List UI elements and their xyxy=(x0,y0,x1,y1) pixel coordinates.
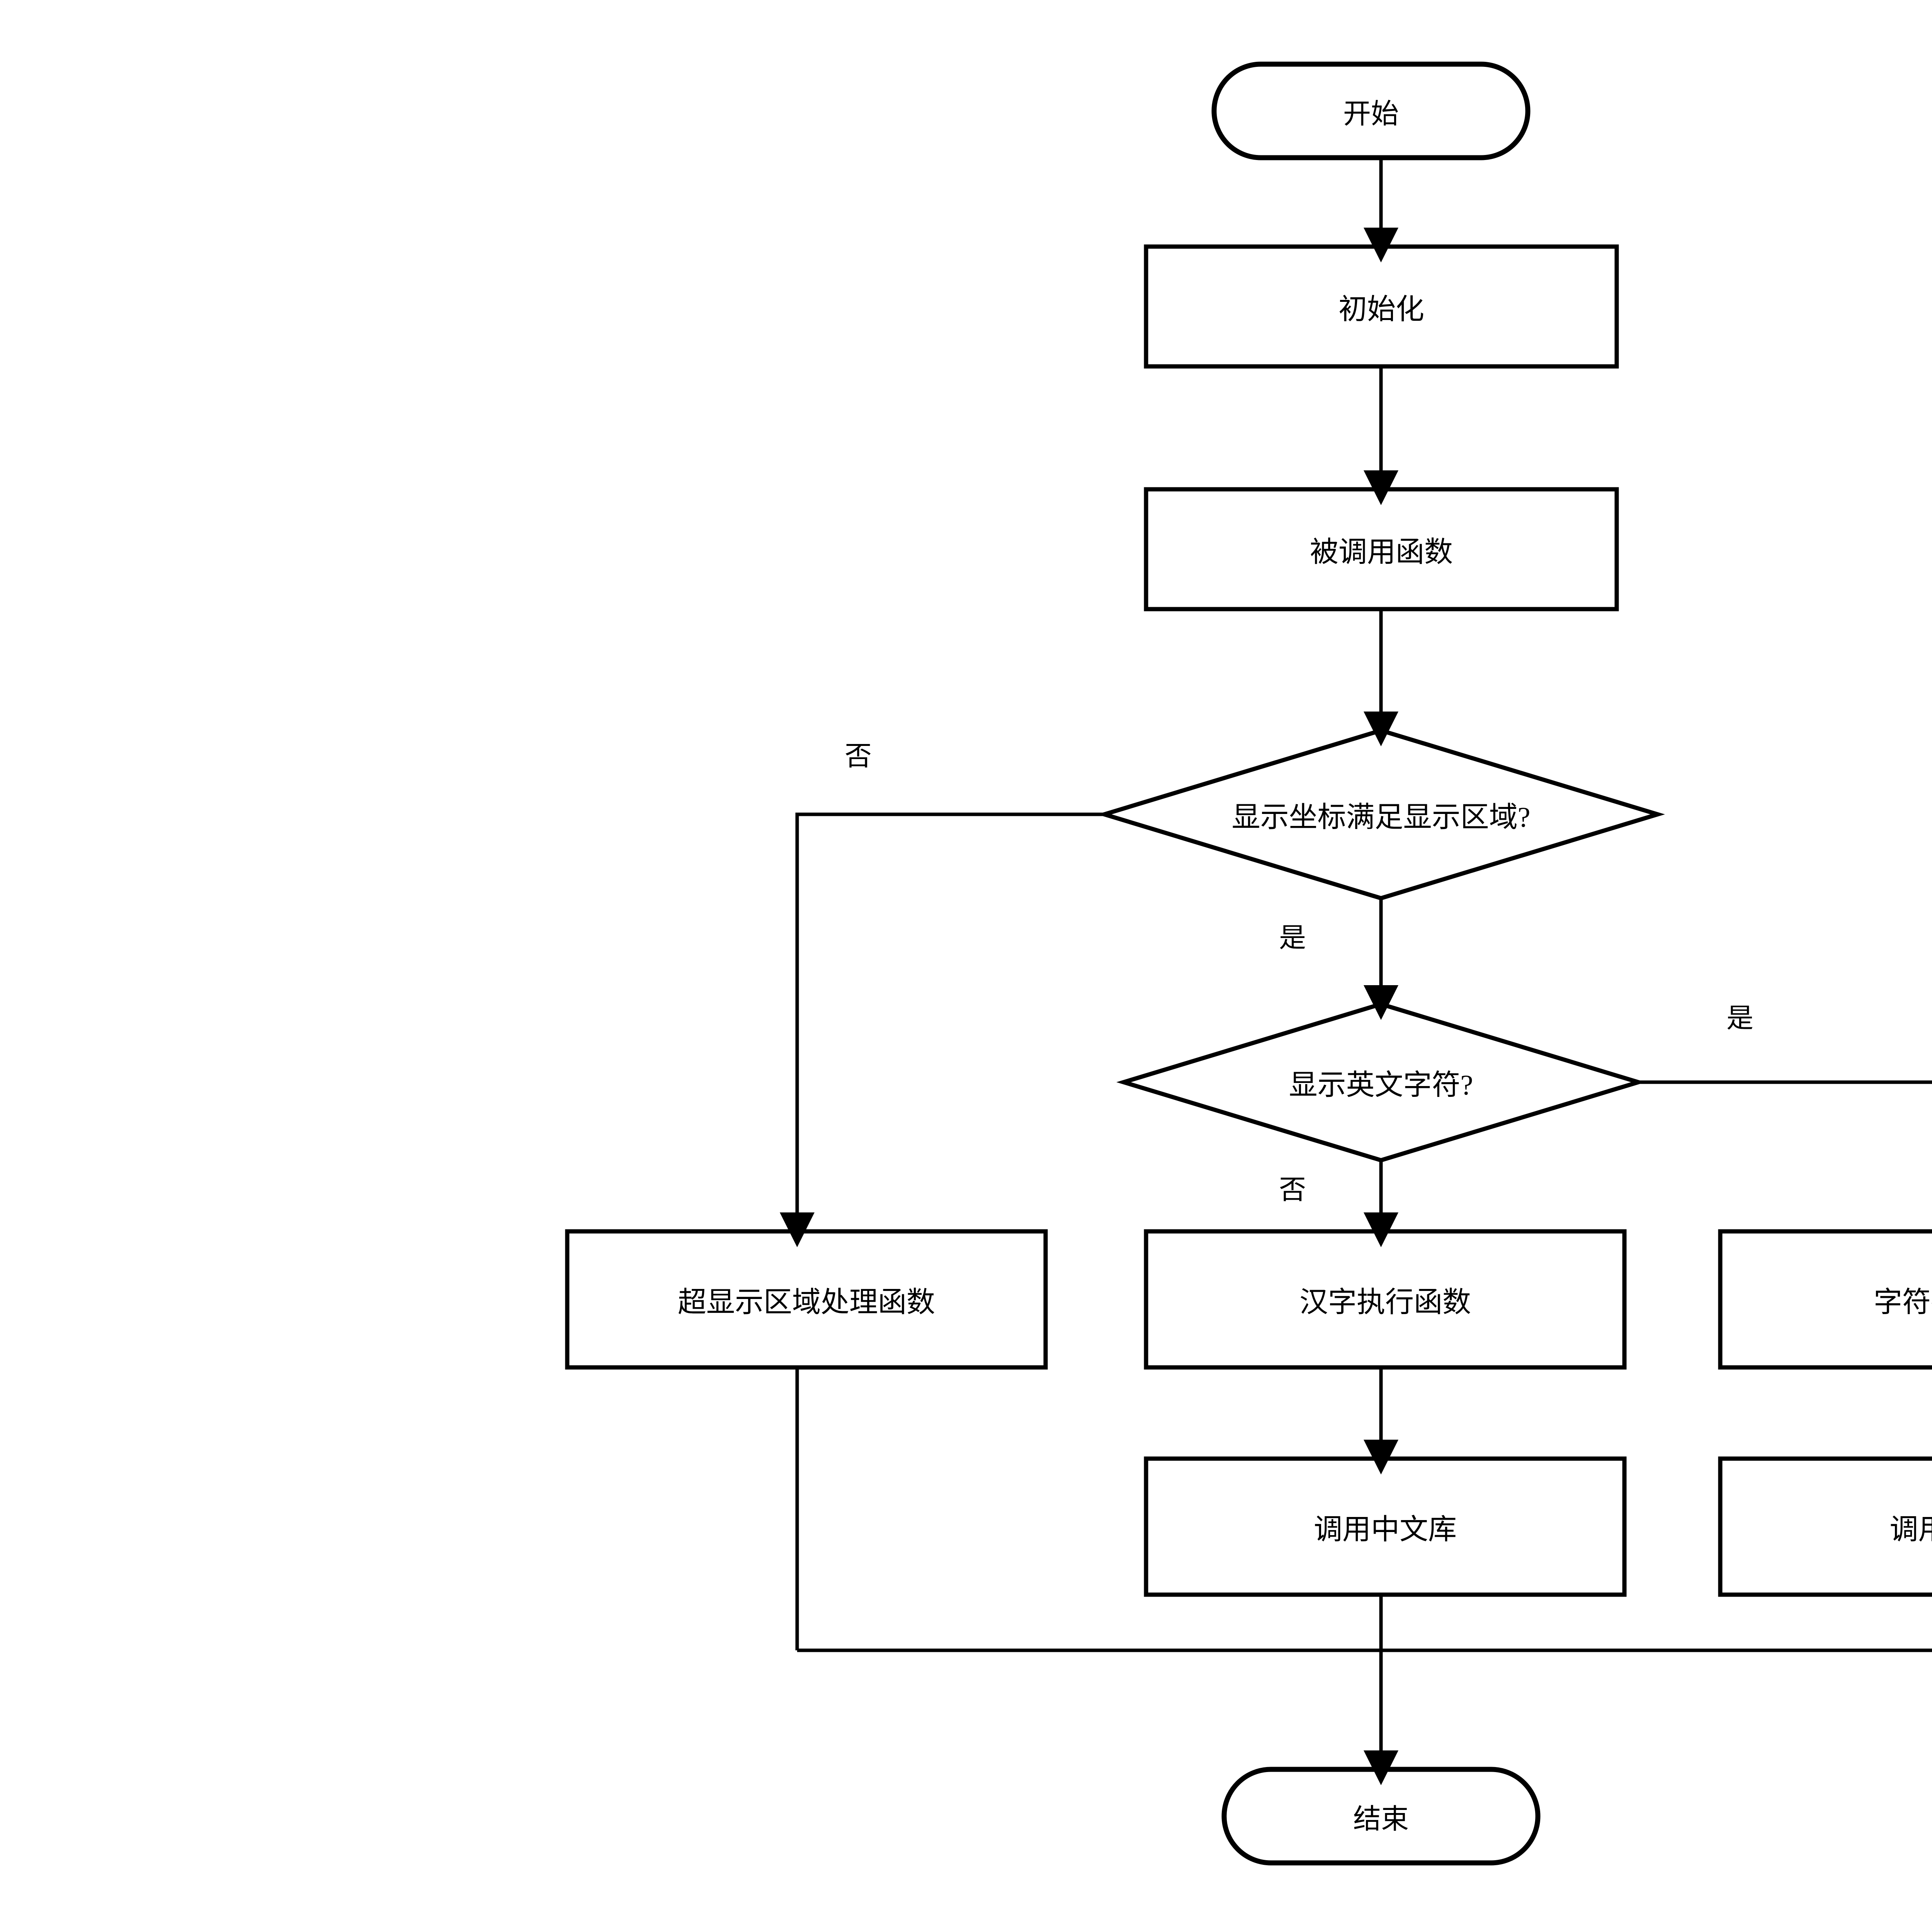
decision-char-shape xyxy=(1116,1002,1646,1163)
init-node-shape xyxy=(1144,244,1619,369)
edge-label-area-yes: 是 xyxy=(1279,923,1306,953)
chinese-lib-node-shape xyxy=(1144,1456,1627,1597)
edge-label-char-yes: 是 xyxy=(1726,1004,1753,1033)
called-fn-node-shape xyxy=(1144,487,1619,611)
decision-area-shape xyxy=(1097,728,1665,901)
edge-label-char-no: 否 xyxy=(1279,1175,1306,1205)
edge-label-area-no: 否 xyxy=(845,742,872,771)
hanzi-fn-node-shape xyxy=(1144,1229,1627,1370)
overflow-fn-node-shape xyxy=(565,1229,1048,1370)
char-fn-node-shape xyxy=(1718,1229,1932,1370)
start-node-shape xyxy=(1211,61,1531,160)
edge-decision-area-no xyxy=(780,812,1104,1247)
end-node-shape xyxy=(1221,1767,1541,1866)
edge-decision-char-yes xyxy=(1638,1080,1932,1084)
ascii-lib-node-shape xyxy=(1718,1456,1932,1597)
